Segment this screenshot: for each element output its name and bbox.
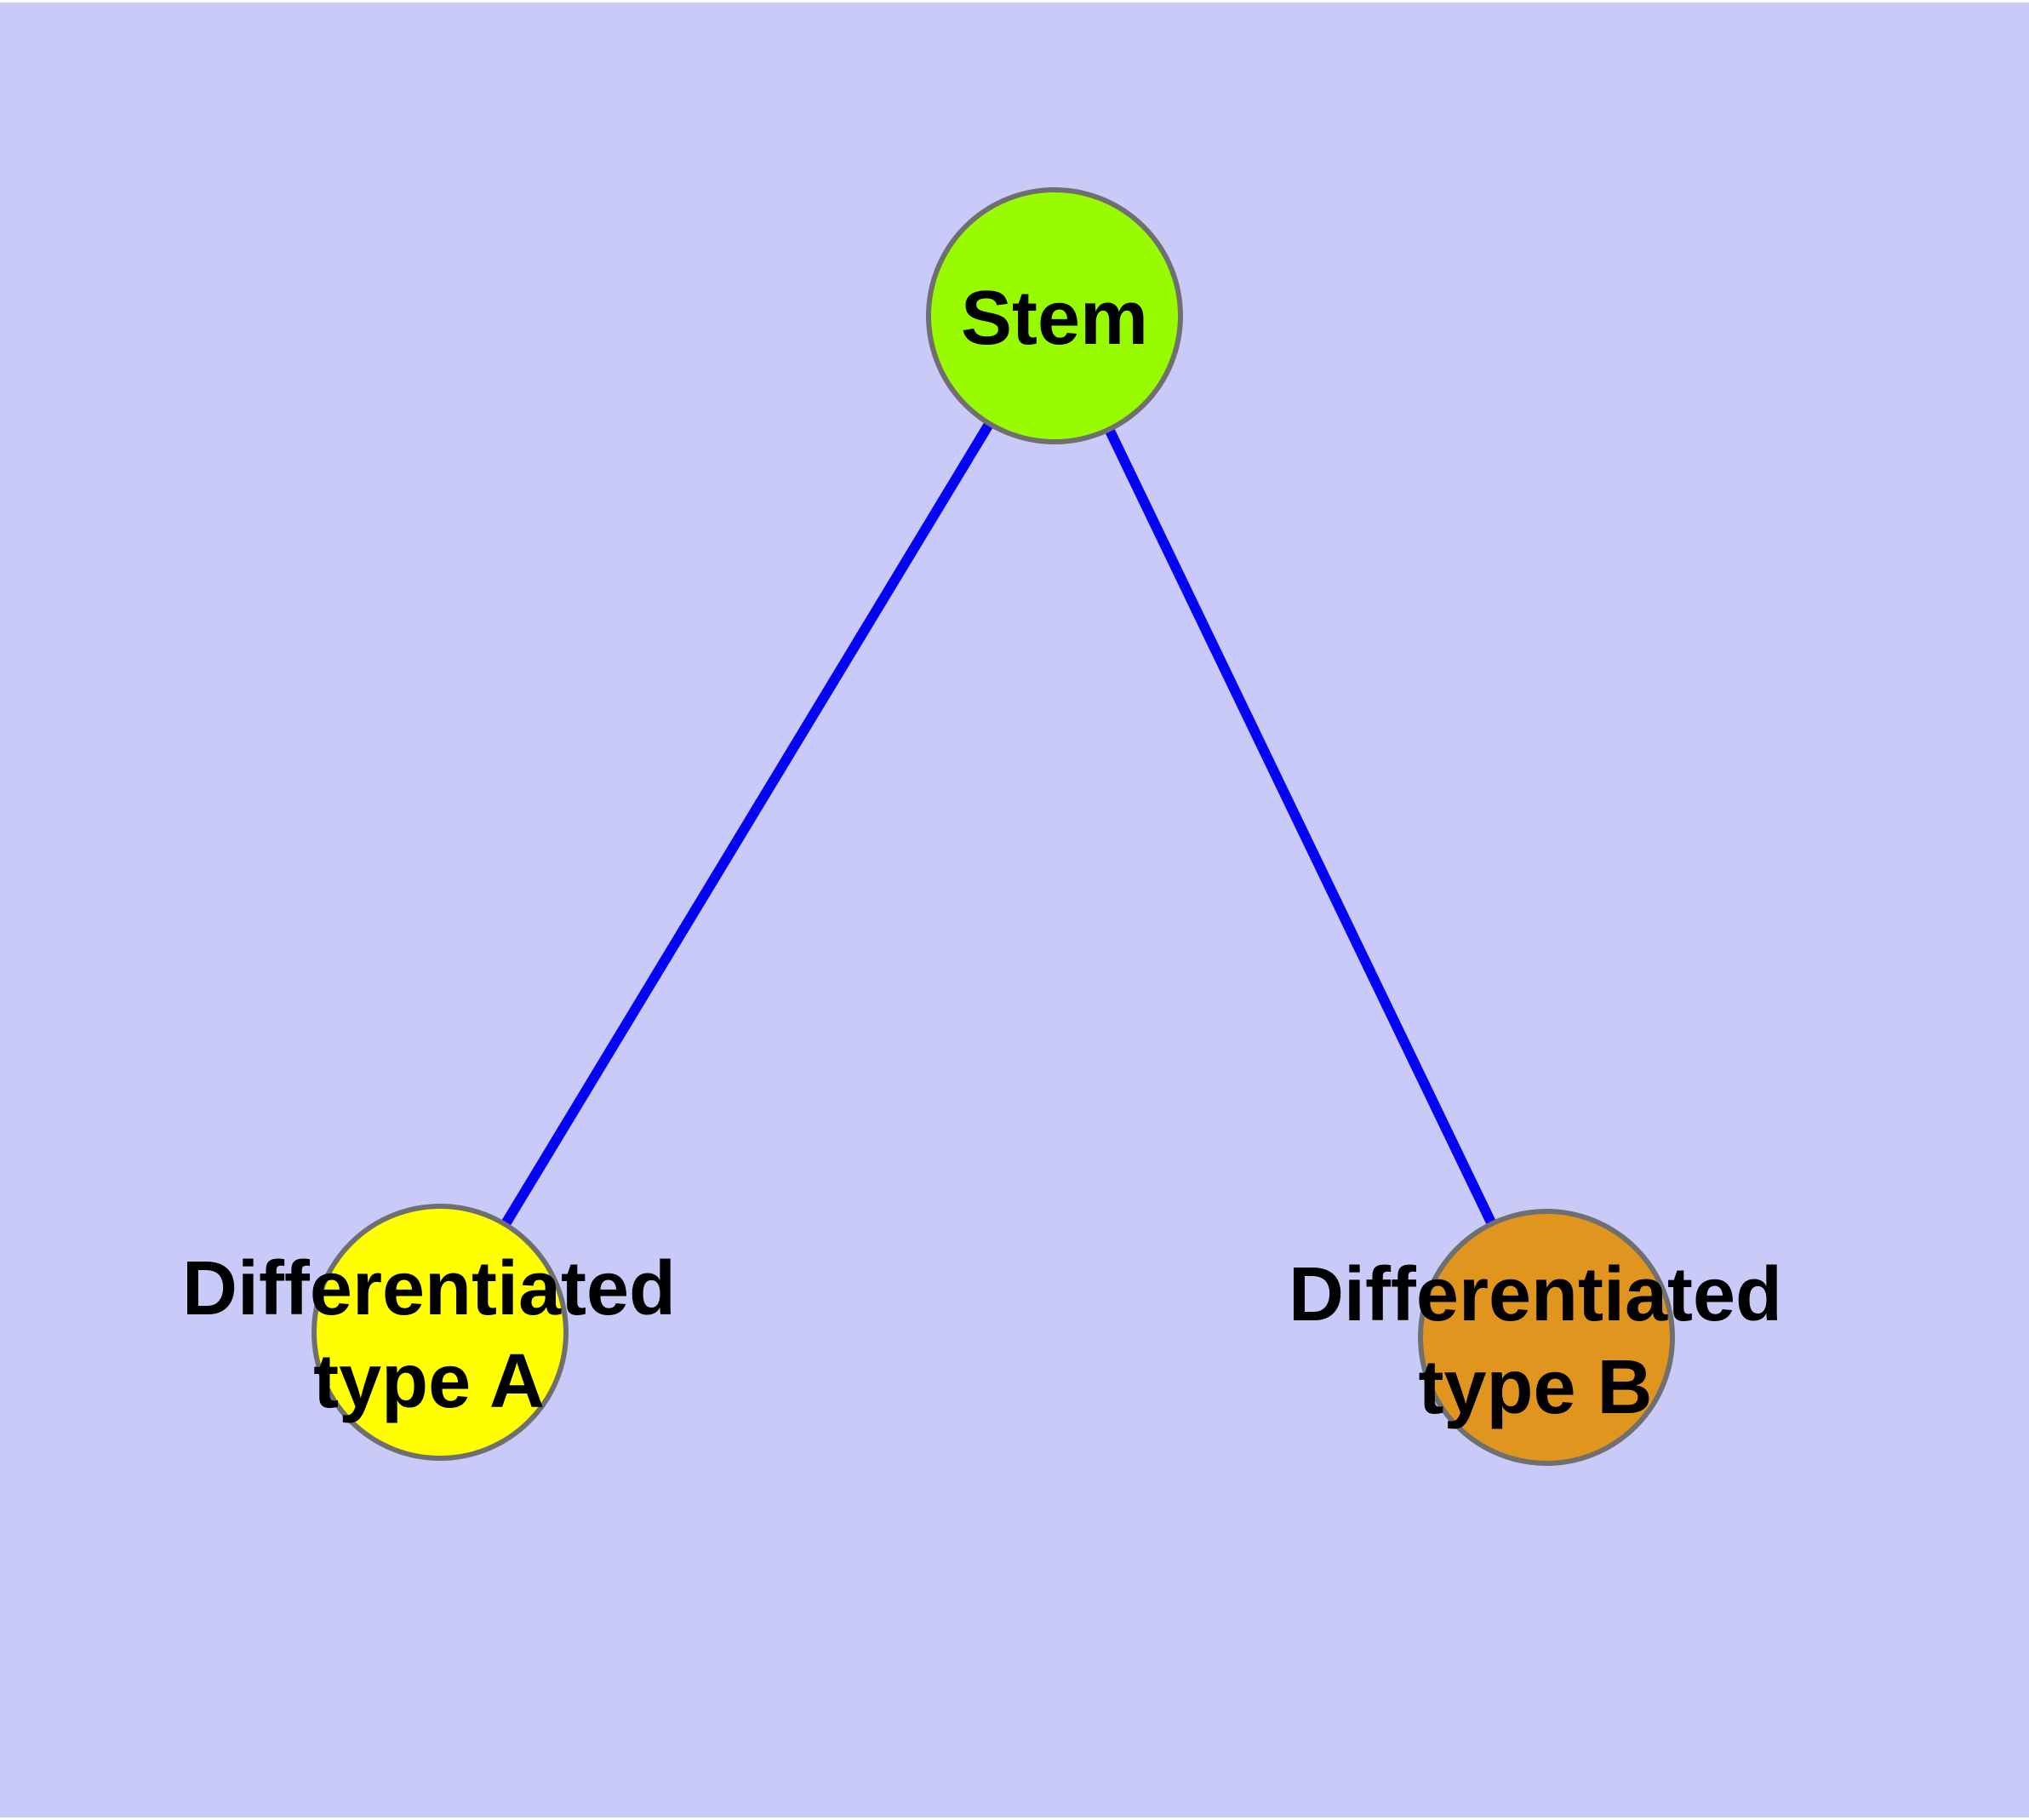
node-differentiated-type-b: Differentiated type B — [1289, 1209, 1782, 1466]
node-differentiated-type-a-label-line1: Differentiated — [182, 1246, 676, 1331]
node-differentiated-type-b-label-line2: type B — [1418, 1345, 1652, 1430]
node-differentiated-type-a: Differentiated type A — [182, 1204, 676, 1461]
edge-stem-to-type-a — [435, 312, 1060, 1336]
node-stem-circle — [926, 187, 1183, 444]
edge-layer — [435, 312, 1552, 1340]
node-differentiated-type-b-circle — [1418, 1209, 1675, 1466]
node-differentiated-type-b-label-line1: Differentiated — [1289, 1252, 1782, 1337]
edge-stem-to-type-b — [1049, 313, 1552, 1340]
node-differentiated-type-a-circle — [311, 1204, 569, 1461]
node-stem-label: Stem — [961, 276, 1148, 361]
node-stem: Stem — [926, 187, 1183, 444]
node-differentiated-type-a-label-line2: type A — [313, 1339, 545, 1424]
